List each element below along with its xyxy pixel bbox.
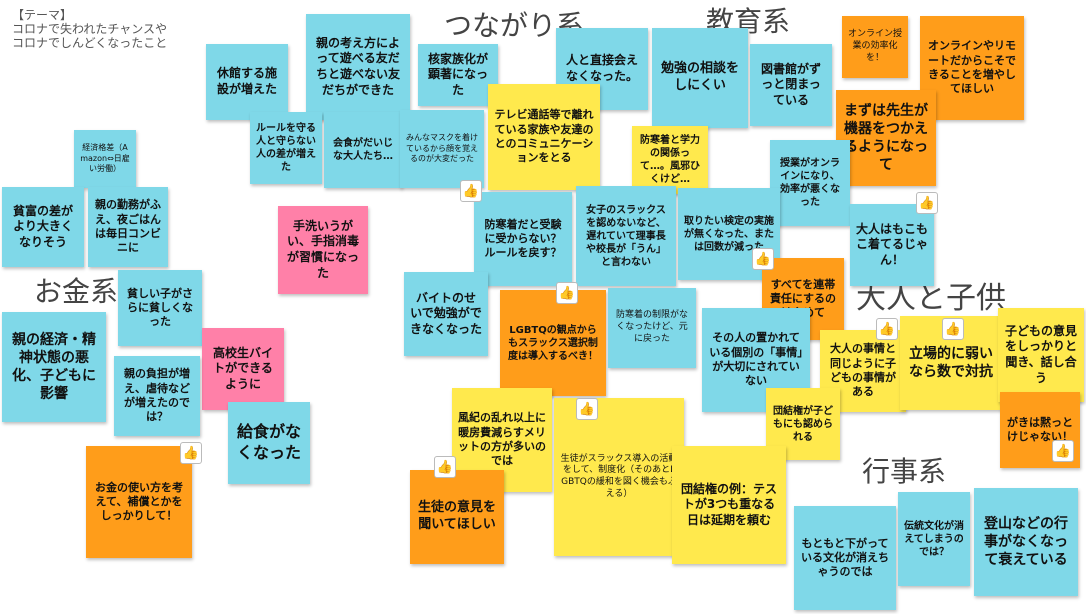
sticky-note[interactable]: 授業がオンラインになり、効率が悪くなった: [770, 140, 850, 226]
sticky-note[interactable]: 経済格差（Amazon⇔日雇い労働）: [74, 130, 136, 188]
sticky-note[interactable]: 生徒がスラックス導入の活動をして、制度化（そのあとLGBTQの緩和を図く機会もふ…: [554, 398, 684, 556]
sticky-note[interactable]: 親の勤務がふえ、夜ごはんは毎日コンビニに: [88, 187, 168, 267]
sticky-note[interactable]: 勉強の相談をしにくい: [652, 28, 748, 128]
sticky-note[interactable]: 高校生バイトができるように: [202, 328, 284, 410]
thumbs-up-icon[interactable]: 👍: [752, 248, 774, 270]
sticky-note[interactable]: 登山などの行事がなくなって衰えている: [974, 488, 1078, 596]
sticky-note[interactable]: 図書館がずっと閉まっている: [750, 44, 832, 126]
sticky-note[interactable]: 防寒着の制限がなくなったけど、元に戻った: [608, 288, 696, 368]
category-gyoji: 行事系: [862, 455, 947, 488]
sticky-note[interactable]: 会食がだいじな大人たち…: [324, 112, 402, 188]
theme-line-2: コロナでしんどくなったこと: [12, 36, 168, 50]
sticky-note[interactable]: 生徒の意見を聞いてほしい: [410, 470, 504, 564]
theme-line-1: コロナで失われたチャンスや: [12, 22, 168, 36]
sticky-note[interactable]: がきは黙っとけじゃない！: [1000, 392, 1080, 468]
sticky-note[interactable]: お金の使い方を考えて、補償とかをしっかりして！: [86, 446, 192, 558]
thumbs-up-icon[interactable]: 👍: [916, 192, 938, 214]
sticky-note[interactable]: 親の経済・精神状態の悪化、子どもに影響: [2, 312, 106, 422]
sticky-note[interactable]: 子どもの意見をしっかりと聞き、話し合う: [998, 308, 1084, 402]
sticky-note[interactable]: 核家族化が顕著になった: [418, 44, 498, 106]
thumbs-up-icon[interactable]: 👍: [434, 456, 456, 478]
sticky-note[interactable]: オンラインやリモートだからこそできることを増やしてほしい: [920, 16, 1024, 120]
sticky-note[interactable]: 給食がなくなった: [228, 402, 310, 484]
thumbs-up-icon[interactable]: 👍: [576, 398, 598, 420]
thumbs-up-icon[interactable]: 👍: [942, 318, 964, 340]
sticky-note[interactable]: 貧富の差がより大きくなりそう: [2, 187, 84, 267]
sticky-note[interactable]: みんなマスクを着けているから顔を覚えるのが大変だった: [400, 110, 484, 188]
thumbs-up-icon[interactable]: 👍: [460, 180, 482, 202]
sticky-note[interactable]: テレビ通話等で離れている家族や友達のとのコミュニケーションをとる: [488, 84, 600, 190]
sticky-note[interactable]: 親の負担が増え、虐待などが増えたのでは？: [114, 356, 200, 436]
sticky-note[interactable]: まずは先生が機器をつかえるようになって: [836, 90, 936, 186]
sticky-note[interactable]: 女子のスラックスを認めないなど、遅れていて理事長や校長が「うん」と言わない: [576, 186, 676, 286]
sticky-note[interactable]: もともと下がっている文化が消えちゃうのでは: [794, 506, 896, 610]
sticky-note[interactable]: 貧しい子がさらに貧しくなった: [118, 270, 202, 346]
category-otona-kodomo: 大人と子供: [856, 281, 1006, 316]
sticky-note[interactable]: 防寒着と学力の関係って…。風邪ひくけど…: [632, 126, 708, 194]
thumbs-up-icon[interactable]: 👍: [180, 442, 202, 464]
sticky-note[interactable]: ルールを守る人と守らない人の差が増えた: [250, 112, 322, 184]
theme-heading: 【テーマ】: [12, 8, 73, 22]
sticky-note[interactable]: オンライン授業の効率化を！: [842, 16, 908, 78]
sticky-note[interactable]: 防寒着だと受験に受からない？ルールを戻す？: [474, 192, 572, 286]
sticky-note[interactable]: バイトのせいで勉強ができなくなった: [404, 272, 488, 356]
sticky-note[interactable]: LGBTQの観点からもスラックス選択制度は導入するべき！: [500, 290, 606, 396]
sticky-note[interactable]: 伝統文化が消えてしまうのでは？: [898, 492, 970, 586]
thumbs-up-icon[interactable]: 👍: [876, 318, 898, 340]
category-okane: お金系: [34, 275, 119, 308]
thumbs-up-icon[interactable]: 👍: [556, 282, 578, 304]
sticky-note[interactable]: 手洗いうがい、手指消毒が習慣になった: [278, 206, 368, 294]
sticky-note[interactable]: 親の考え方によって遊べる友だちと遊べない友だちができた: [306, 14, 410, 120]
sticky-note[interactable]: 休館する施設が増えた: [206, 44, 288, 120]
sticky-note[interactable]: 大人はもこもこ着てるじゃん！: [850, 204, 934, 286]
theme-label: 【テーマ】 コロナで失われたチャンスや コロナでしんどくなったこと: [12, 8, 212, 50]
sticky-note[interactable]: 団結権の例：テストが3つも重なる日は延期を頼む: [672, 446, 786, 564]
thumbs-up-icon[interactable]: 👍: [1052, 440, 1074, 462]
